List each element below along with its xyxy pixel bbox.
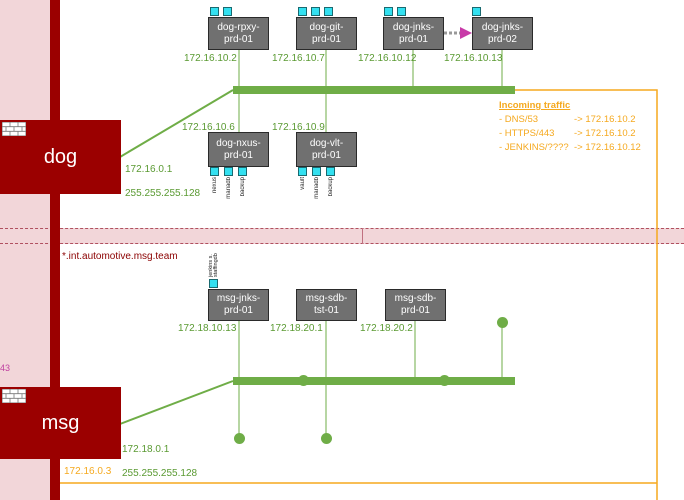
volume-label: backup: [240, 177, 246, 197]
router-dog-mask: 255.255.255.128: [125, 188, 201, 199]
traffic-rule-name: - JENKINS/????: [499, 142, 569, 153]
ip-dog-nxus: 172.16.10.6: [182, 122, 235, 133]
backbone-line: [50, 0, 60, 500]
volume-box: [210, 167, 219, 176]
volume-label: mariadb: [226, 177, 232, 199]
ip-dog-jnks-1: 172.16.10.12: [358, 53, 417, 64]
server-label: dog-git- prd-01: [309, 21, 344, 45]
volume-label: jenkins s. staffingdb: [208, 253, 219, 277]
network-port-dot: [298, 375, 309, 386]
ip-dog-vlt: 172.16.10.9: [272, 122, 325, 133]
server-dog-rpxy-prd-01[interactable]: dog-rpxy- prd-01: [208, 17, 269, 50]
router-msg-label: msg: [41, 411, 80, 434]
router-dog-ip: 172.16.0.1: [125, 164, 173, 175]
zone-divider: [0, 228, 684, 244]
volume-label: mariadb: [314, 177, 320, 199]
router-dog-label: dog: [43, 145, 78, 168]
router-msg-address: 172.18.0.1 255.255.255.128: [122, 432, 197, 480]
firewall-icon: [2, 389, 26, 403]
volume-box: [210, 7, 219, 16]
volume-box: [238, 167, 247, 176]
router-dog[interactable]: dog: [0, 120, 121, 194]
server-dog-git-prd-01[interactable]: dog-git- prd-01: [296, 17, 357, 50]
volume-box: [326, 167, 335, 176]
server-label: dog-jnks- prd-02: [481, 21, 524, 45]
ip-msg-sdb-prd: 172.18.20.2: [360, 323, 413, 334]
server-dog-nxus-prd-01[interactable]: dog-nxus- prd-01: [208, 132, 269, 167]
server-label: dog-vlt- prd-01: [309, 137, 344, 161]
traffic-rule-name: - DNS/53: [499, 114, 539, 125]
server-label: dog-nxus- prd-01: [216, 137, 261, 161]
traffic-rule-target: -> 172.16.10.2: [574, 128, 636, 139]
firewall-icon: [2, 122, 26, 136]
traffic-rule-target: -> 172.16.10.12: [574, 142, 641, 153]
server-label: msg-sdb- tst-01: [305, 293, 348, 316]
volume-label: backup: [328, 177, 334, 197]
volume-box: [298, 167, 307, 176]
traffic-rule-name: - HTTPS/443: [499, 128, 555, 139]
ip-dog-git: 172.16.10.7: [272, 53, 325, 64]
ip-dog-jnks-2: 172.16.10.13: [444, 53, 503, 64]
network-port-dot: [439, 375, 450, 386]
volume-box: [472, 7, 481, 16]
traffic-rule: - DNS/53 -> 172.16.10.2: [499, 113, 636, 127]
router-dog-address: 172.16.0.1 255.255.255.128: [125, 152, 200, 200]
ip-dog-rpxy: 172.16.10.2: [184, 53, 237, 64]
traffic-rule: - HTTPS/443 -> 172.16.10.2: [499, 127, 636, 141]
volume-box: [311, 7, 320, 16]
network-port-dot: [321, 433, 332, 444]
server-label: msg-jnks- prd-01: [216, 293, 261, 316]
network-port-dot: [234, 433, 245, 444]
volume-label: nexus: [212, 177, 218, 194]
volume-box: [384, 7, 393, 16]
router-msg-mask: 255.255.255.128: [122, 468, 198, 479]
incoming-traffic-title: Incoming traffic: [499, 100, 571, 111]
server-msg-jnks-prd-01[interactable]: msg-jnks- prd-01: [208, 289, 269, 321]
router-msg[interactable]: msg: [0, 387, 121, 459]
server-dog-jnks-prd-01[interactable]: dog-jnks- prd-01: [383, 17, 444, 50]
server-dog-jnks-prd-02[interactable]: dog-jnks- prd-02: [472, 17, 533, 50]
server-msg-sdb-prd-01[interactable]: msg-sdb- prd-01: [385, 289, 446, 321]
volume-box: [312, 167, 321, 176]
traffic-rule: - JENKINS/???? -> 172.16.10.12: [499, 141, 641, 155]
server-label: msg-sdb- prd-01: [394, 293, 437, 316]
router-msg-ip: 172.18.0.1: [122, 444, 170, 455]
server-label: dog-jnks- prd-01: [392, 21, 435, 45]
volume-label: vault: [300, 177, 306, 190]
volume-box: [397, 7, 406, 16]
volume-box: [224, 167, 233, 176]
server-label: dog-rpxy- prd-01: [217, 21, 260, 45]
zone-divider-mark: [362, 228, 363, 244]
volume-box: [324, 7, 333, 16]
incoming-traffic-box: Incoming traffic - DNS/53 -> 172.16.10.2…: [499, 99, 641, 155]
volume-box: [298, 7, 307, 16]
server-dog-vlt-prd-01[interactable]: dog-vlt- prd-01: [296, 132, 357, 167]
traffic-rule-target: -> 172.16.10.2: [574, 114, 636, 125]
volume-box: [209, 279, 218, 288]
ip-msg-sdb-tst: 172.18.20.1: [270, 323, 323, 334]
bottom-ip-label: 172.16.0.3: [64, 466, 112, 477]
ip-msg-jnks: 172.18.10.13: [178, 323, 237, 334]
server-msg-sdb-tst-01[interactable]: msg-sdb- tst-01: [296, 289, 357, 321]
left-fragment-text: 43: [0, 363, 11, 373]
network-port-dot: [497, 317, 508, 328]
domain-label: *.int.automotive.msg.team: [62, 251, 178, 262]
volume-box: [223, 7, 232, 16]
